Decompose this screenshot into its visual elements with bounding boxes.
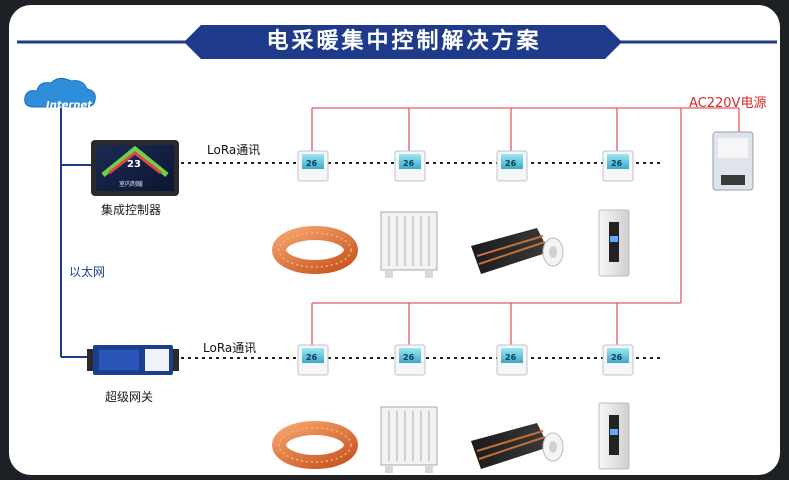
power-label: AC220V电源 xyxy=(689,96,767,111)
heating-cable-icon xyxy=(272,226,358,274)
thermostat-3: 26 xyxy=(496,150,528,182)
title-bar xyxy=(17,25,777,59)
thermostats-bottom: 26 26 26 26 xyxy=(297,344,634,376)
controller-roof-graphic xyxy=(101,145,169,177)
electric-boiler-icon xyxy=(598,209,630,277)
thermostat-2: 26 xyxy=(394,150,426,182)
thermostat-reading: 26 xyxy=(505,353,517,362)
thermostat-4: 26 xyxy=(602,150,634,182)
gateway-panel xyxy=(99,350,139,370)
thermostat-7: 26 xyxy=(496,344,528,376)
thermostat-6: 26 xyxy=(394,344,426,376)
title-banner xyxy=(184,25,622,59)
diagram-title: 电采暖集中控制解决方案 xyxy=(266,29,542,54)
integrated-controller: 23 室内制暖 xyxy=(91,140,179,196)
controller-temp: 23 xyxy=(127,159,141,170)
heating-film-icon xyxy=(471,228,564,274)
thermostat-reading: 26 xyxy=(505,159,517,168)
thermostat-1: 26 xyxy=(297,150,329,182)
thermostat-reading: 26 xyxy=(306,159,318,168)
diagram-card: 23 室内制暖 xyxy=(9,5,780,475)
heating-cable-icon xyxy=(272,421,358,469)
controller-screen-text: 室内制暖 xyxy=(119,180,143,188)
power-module-terminal xyxy=(721,175,745,185)
controller-label: 集成控制器 xyxy=(101,203,162,217)
gateway-label: 超级网关 xyxy=(105,390,154,404)
thermostat-reading: 26 xyxy=(403,159,415,168)
heating-film-icon xyxy=(471,423,564,469)
power-module xyxy=(712,131,754,191)
internet-cloud-icon xyxy=(24,77,96,108)
gateway-label-plate xyxy=(145,349,169,371)
super-gateway xyxy=(87,345,179,375)
thermostats-top: 26 26 26 26 xyxy=(297,150,634,182)
lora-label-bottom: LoRa通讯 xyxy=(203,341,257,355)
internet-label: Internet xyxy=(45,100,92,111)
diagram-canvas: 23 室内制暖 xyxy=(17,25,777,473)
devices-top xyxy=(272,209,630,278)
gateway-ear-left xyxy=(87,349,93,371)
thermostat-reading: 26 xyxy=(403,353,415,362)
electric-boiler-icon xyxy=(598,402,630,470)
power-module-label xyxy=(718,138,748,158)
devices-bottom xyxy=(272,402,630,473)
lora-label-top: LoRa通讯 xyxy=(207,143,261,157)
ethernet-lines xyxy=(60,108,93,358)
thermostat-8: 26 xyxy=(602,344,634,376)
thermostat-reading: 26 xyxy=(611,353,623,362)
ethernet-label: 以太网 xyxy=(69,265,106,279)
controller-heat-graphic xyxy=(108,151,162,175)
thermostat-reading: 26 xyxy=(306,353,318,362)
gateway-ear-right xyxy=(173,349,179,371)
thermostat-5: 26 xyxy=(297,344,329,376)
convector-heater-icon xyxy=(380,211,438,278)
power-lines xyxy=(311,107,740,347)
convector-heater-icon xyxy=(380,406,438,473)
thermostat-reading: 26 xyxy=(611,159,623,168)
